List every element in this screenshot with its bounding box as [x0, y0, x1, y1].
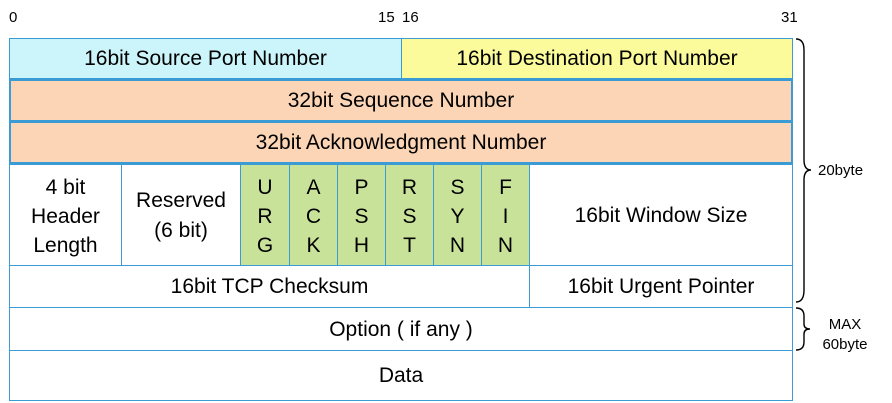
max-size-label-line-1: MAX — [828, 316, 862, 333]
reserved-line-2: (6 bit) — [154, 219, 208, 242]
flag-psh-letter-3: H — [353, 233, 370, 257]
data-cell: Data — [9, 350, 793, 401]
option-label: Option ( if any ) — [329, 317, 473, 341]
urgent-pointer-cell: 16bit Urgent Pointer — [529, 265, 793, 308]
reserved-line-1: Reserved — [136, 189, 226, 212]
sequence-number-label: 32bit Sequence Number — [287, 89, 515, 112]
sequence-number-cell: 32bit Sequence Number — [9, 79, 793, 122]
flag-urg-letter-1: U — [257, 175, 273, 199]
flag-fin-letter-3: N — [497, 233, 514, 257]
urgent-pointer-label: 16bit Urgent Pointer — [567, 275, 755, 298]
source-port-label: 16bit Source Port Number — [84, 47, 327, 70]
flag-psh-cell: P S H — [337, 164, 386, 266]
bit-label-16: 16 — [402, 9, 419, 26]
header-length-line-3: Length — [33, 233, 98, 257]
acknowledgment-number-label: 32bit Acknowledgment Number — [255, 131, 547, 154]
header-length-line-1: 4 bit — [45, 175, 86, 199]
flag-psh-letter-1: P — [354, 175, 369, 199]
reserved-cell: Reserved (6 bit) — [121, 164, 241, 266]
option-brace-icon — [795, 307, 811, 351]
window-size-cell: 16bit Window Size — [529, 164, 793, 266]
flag-urg-letter-2: R — [257, 204, 273, 228]
window-size-label: 16bit Window Size — [574, 203, 748, 227]
header-length-line-2: Header — [31, 204, 100, 228]
flag-syn-letter-3: N — [449, 233, 466, 257]
flag-ack-letter-3: K — [306, 233, 321, 257]
bit-label-0: 0 — [9, 9, 18, 26]
header-length-cell: 4 bit Header Length — [9, 164, 122, 266]
flag-rst-letter-3: T — [403, 233, 416, 257]
acknowledgment-number-cell: 32bit Acknowledgment Number — [9, 121, 793, 164]
flag-syn-cell: S Y N — [433, 164, 482, 266]
bit-label-31: 31 — [781, 9, 798, 26]
flag-syn-letter-2: Y — [450, 204, 465, 228]
checksum-label: 16bit TCP Checksum — [170, 275, 369, 298]
flag-fin-cell: F I N — [481, 164, 530, 266]
flag-ack-letter-2: C — [305, 204, 322, 228]
destination-port-cell: 16bit Destination Port Number — [401, 38, 793, 79]
flag-rst-cell: R S T — [385, 164, 434, 266]
data-label: Data — [378, 364, 424, 387]
flag-ack-letter-1: A — [306, 175, 321, 199]
bit-label-15: 15 — [378, 9, 395, 26]
max-size-label-line-2: 60byte — [822, 336, 868, 353]
flag-syn-letter-1: S — [450, 175, 465, 199]
header-brace-icon — [795, 38, 812, 303]
flag-psh-letter-2: S — [354, 204, 369, 228]
header-size-label: 20byte — [818, 162, 864, 179]
flag-urg-cell: U R G — [240, 164, 290, 266]
source-port-cell: 16bit Source Port Number — [9, 38, 402, 79]
flag-ack-cell: A C K — [289, 164, 338, 266]
flag-fin-letter-2: I — [502, 204, 509, 228]
checksum-cell: 16bit TCP Checksum — [9, 265, 530, 308]
flag-rst-letter-1: R — [401, 175, 418, 199]
flag-rst-letter-2: S — [402, 204, 417, 228]
destination-port-label: 16bit Destination Port Number — [456, 47, 738, 70]
flag-fin-letter-1: F — [499, 175, 512, 199]
option-cell: Option ( if any ) — [9, 307, 793, 351]
flag-urg-letter-3: G — [256, 233, 274, 257]
